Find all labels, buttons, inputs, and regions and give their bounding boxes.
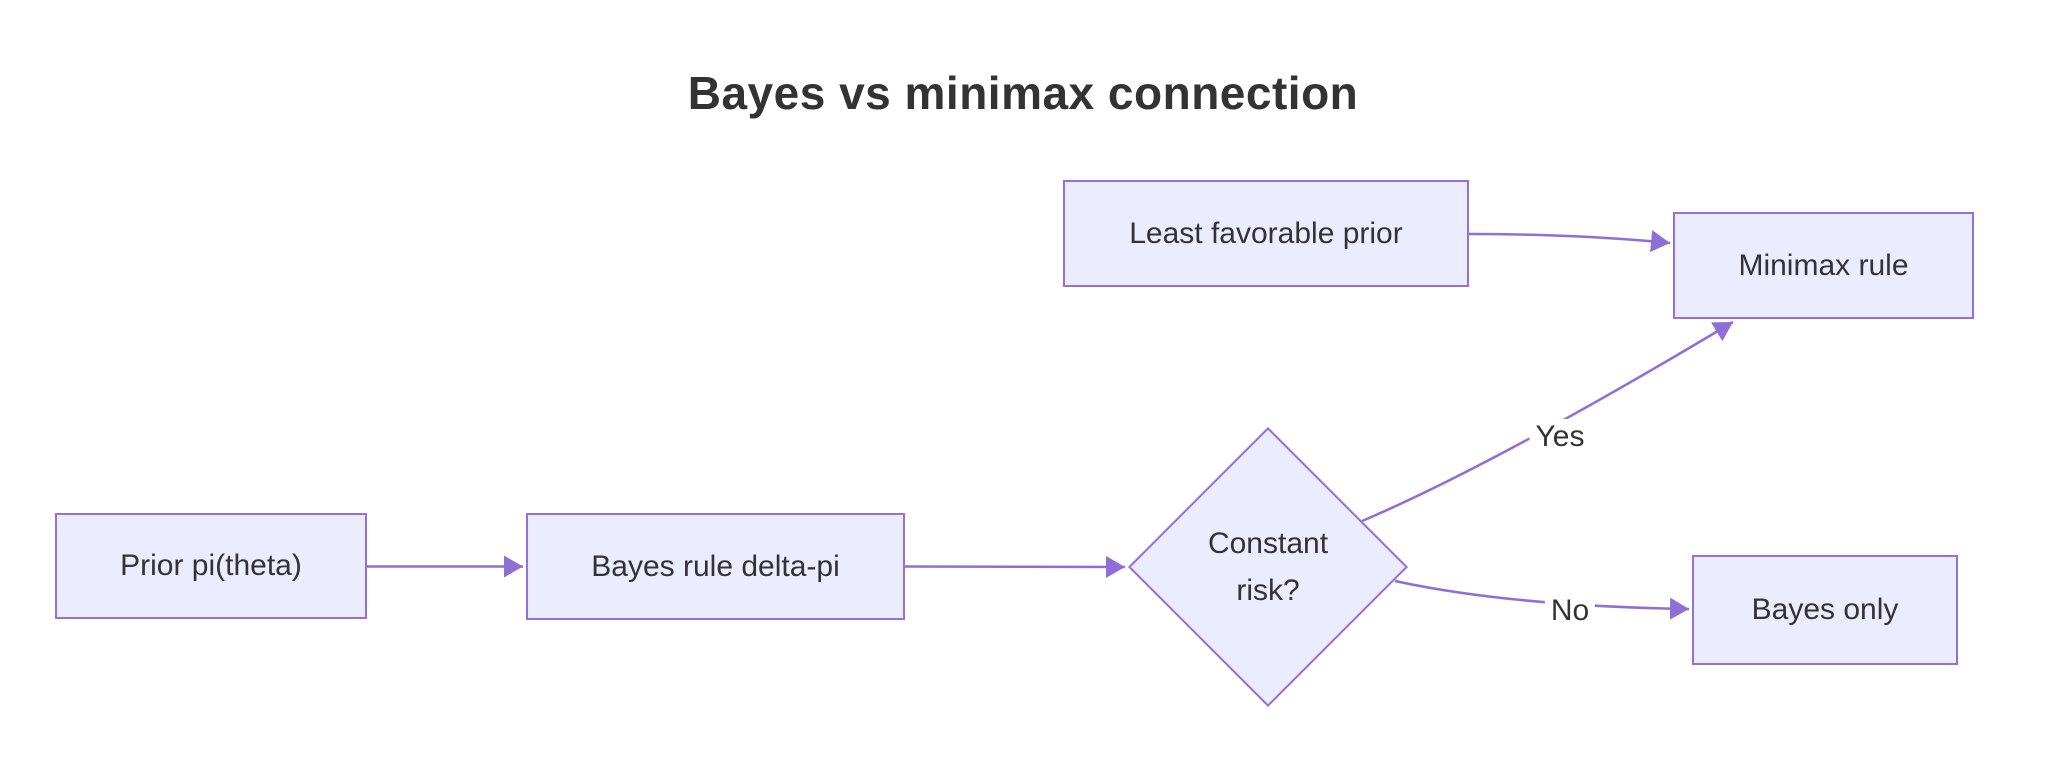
edge-least-favorable-to-minimax [1468,230,1671,253]
node-constant-risk-label: Constant risk? [1207,527,1329,607]
edge-constant-risk-no-to-bayes-only [1394,579,1690,620]
edge-constant-risk-yes-to-minimax [1361,320,1734,523]
node-bayes-only: Bayes only [1692,555,1958,665]
diagram-title: Bayes vs minimax connection [687,67,1359,119]
edge-label-no: No [1544,593,1596,629]
node-bayes-only-label: Bayes only [1751,593,1899,626]
node-prior-label: Prior pi(theta) [120,549,302,582]
edge-label-yes: Yes [1529,419,1591,455]
edge-bayes-rule-to-constant-risk [904,555,1126,578]
node-bayes-rule: Bayes rule delta-pi [526,513,905,620]
node-bayes-rule-label: Bayes rule delta-pi [591,549,840,583]
node-least-favorable-prior-label: Least favorable prior [1129,216,1403,250]
node-minimax-rule-label: Minimax rule [1738,248,1909,282]
node-minimax-rule: Minimax rule [1673,212,1974,319]
node-prior: Prior pi(theta) [55,513,367,619]
node-least-favorable-prior: Least favorable prior [1063,180,1469,287]
